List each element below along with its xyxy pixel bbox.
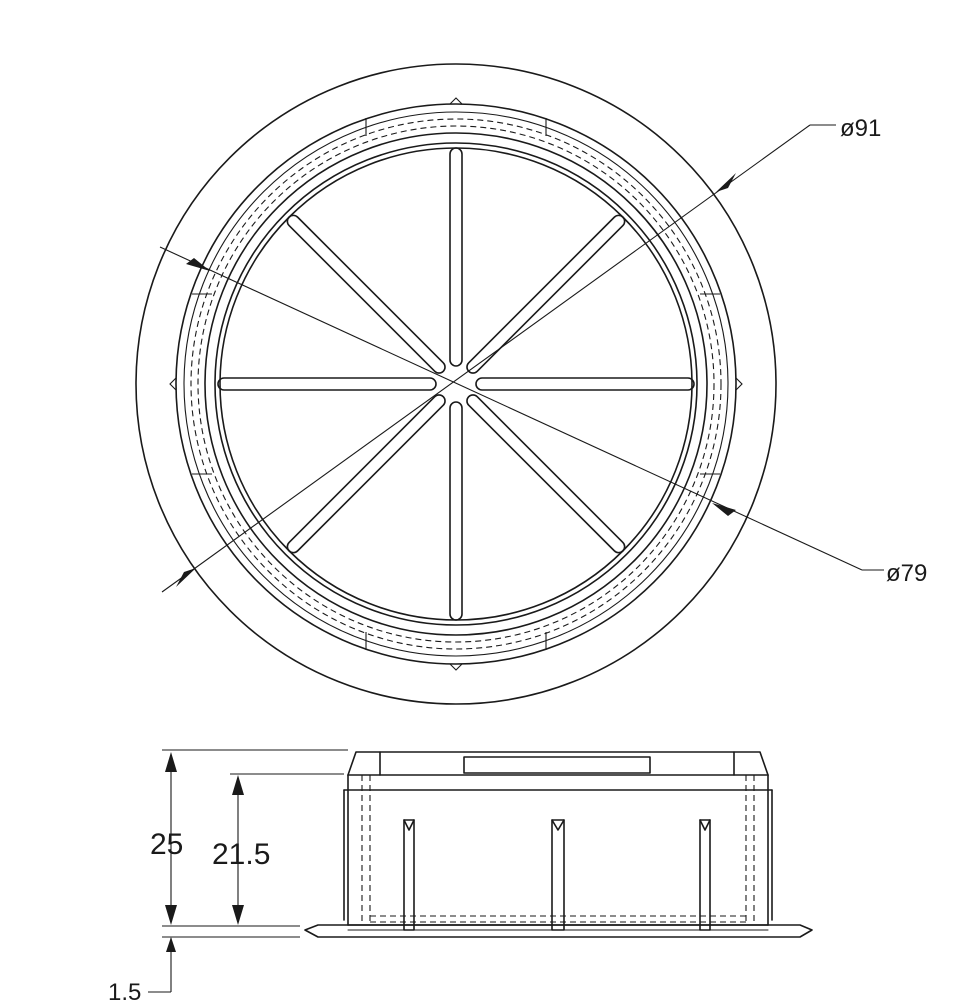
hidden-ring-1 (190, 118, 722, 650)
flange-1-5-label: 1.5 (108, 979, 141, 1006)
body-ring-3 (204, 132, 708, 636)
radial-ribs (217, 147, 695, 621)
side-view: 25 21.5 1.5 (108, 749, 813, 1006)
body-inner-ring (214, 142, 698, 626)
grate-ring (219, 147, 693, 621)
extension-lines (162, 749, 348, 938)
body-ring-2 (183, 111, 729, 657)
dimension-flange-1-5: 1.5 (108, 937, 176, 1006)
dia-91-label: ø91 (840, 115, 881, 142)
top-view: ø91 ø79 (135, 63, 927, 705)
dimension-dia-79: ø79 (159, 246, 927, 587)
rim-cap (347, 751, 769, 776)
ring-notches (169, 97, 743, 671)
dimension-height-21-5: 21.5 (212, 775, 270, 925)
dimension-dia-91: ø91 (161, 115, 881, 593)
height-25-label: 25 (150, 828, 183, 861)
height-21-5-label: 21.5 (212, 838, 270, 871)
side-hidden-lines (361, 775, 755, 923)
outer-flange-circle (135, 63, 777, 705)
dia-79-label: ø79 (886, 560, 927, 587)
side-ribs (403, 819, 711, 931)
dimension-height-25: 25 (150, 752, 183, 925)
side-body (343, 774, 773, 926)
hidden-ring-2 (197, 125, 715, 643)
bottom-flange (304, 924, 813, 938)
body-outer-ring (175, 103, 737, 665)
